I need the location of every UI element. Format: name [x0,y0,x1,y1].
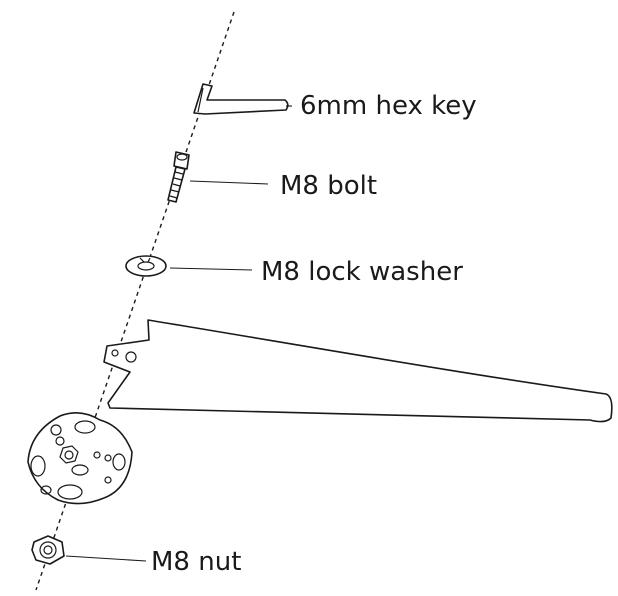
nut [31,535,65,565]
lock-washer-label: M8 lock washer [261,257,463,287]
nut-leader [65,555,147,562]
bolt [167,151,190,203]
assembly-axis [35,11,235,591]
hex-key-label: 6mm hex key [300,91,477,121]
turbine-blade [103,319,613,423]
bolt-leader [189,180,269,185]
lock-washer-leader [169,267,253,271]
nut-label: M8 nut [151,547,241,577]
lock-washer [125,255,167,277]
hex-key [193,83,289,115]
bolt-label: M8 bolt [280,171,377,201]
hub-plate [27,412,133,505]
